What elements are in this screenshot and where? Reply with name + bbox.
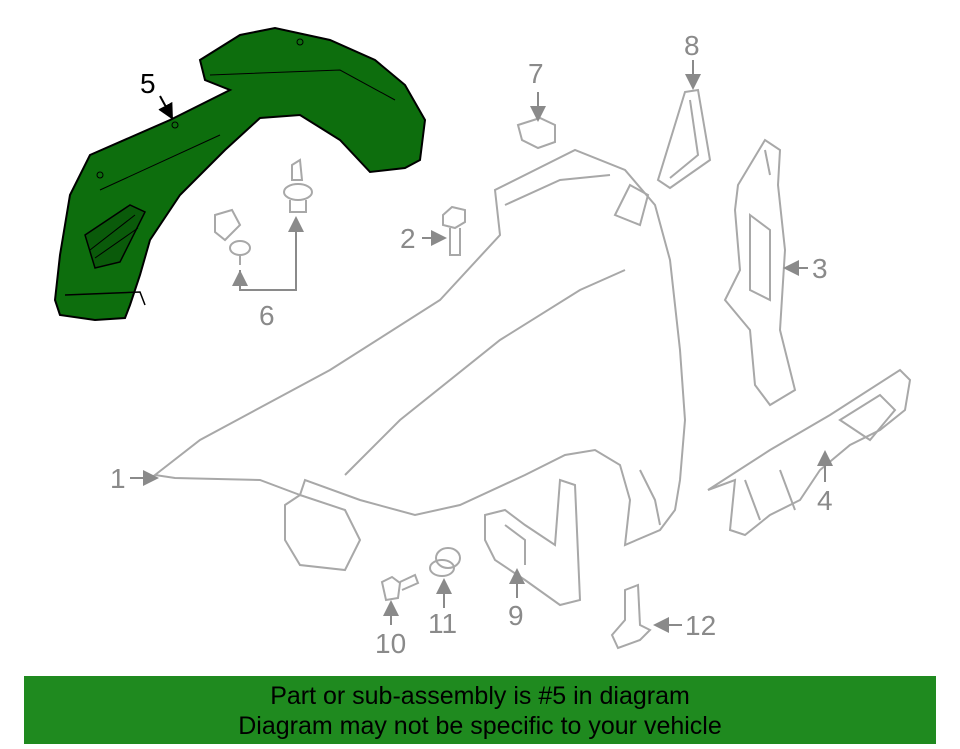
callout-6: 6	[259, 300, 275, 331]
callout-11: 11	[428, 608, 457, 639]
part-1-fender	[152, 148, 687, 572]
banner-line-1: Part or sub-assembly is #5 in diagram	[270, 682, 690, 710]
callout-12: 12	[685, 610, 716, 641]
callout-9: 9	[508, 600, 524, 631]
leader-lines	[130, 60, 833, 633]
part-9-mud-flap	[484, 478, 582, 607]
callout-7: 7	[528, 58, 544, 89]
part-12-bracket	[610, 583, 652, 650]
part-6-clips	[214, 158, 313, 291]
part-3-bracket	[723, 138, 797, 407]
part-7-clip	[516, 116, 556, 150]
banner-line-2: Diagram may not be specific to your vehi…	[238, 712, 722, 740]
info-banner: Part or sub-assembly is #5 in diagram Di…	[24, 676, 936, 744]
callout-8: 8	[684, 30, 700, 61]
callout-10: 10	[375, 628, 406, 659]
part-8-trim	[656, 88, 712, 190]
part-2-bolt	[442, 205, 466, 256]
callout-4: 4	[817, 485, 833, 516]
part-5-fender-liner	[53, 26, 427, 322]
part-4-apron	[707, 368, 912, 537]
part-11-plug	[429, 547, 461, 577]
callout-1: 1	[110, 463, 126, 494]
callout-2: 2	[400, 223, 416, 254]
part-10-bolt	[380, 573, 420, 602]
callout-3: 3	[812, 253, 828, 284]
callout-5: 5	[140, 68, 156, 99]
